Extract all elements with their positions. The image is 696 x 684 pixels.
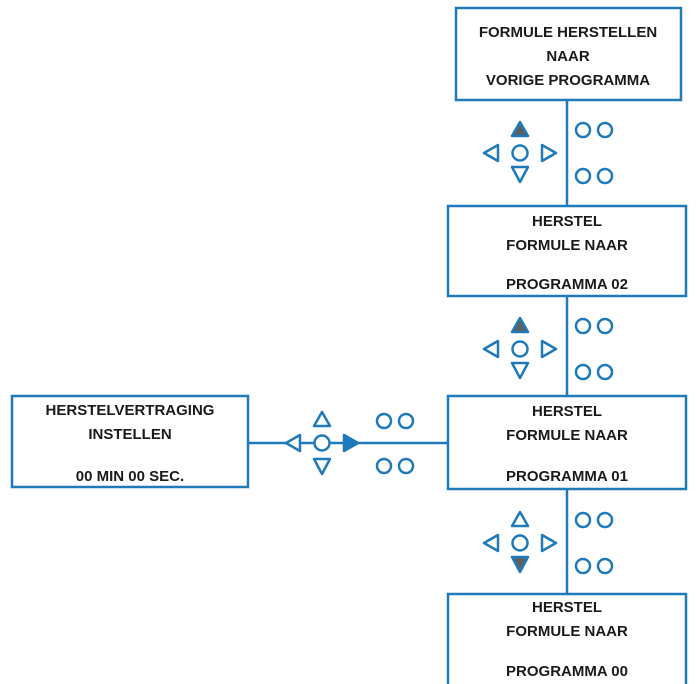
screen-frame [446,204,688,298]
down-arrow-icon [312,457,332,476]
keypad-2 [482,316,614,381]
key-circle-icon [397,457,415,475]
left-arrow-icon [284,433,302,453]
key-circle-icon [375,457,393,475]
key-circle-icon [596,511,614,529]
screen-restore-program-01: HERSTEL FORMULE NAAR PROGRAMMA 01 [446,394,688,491]
screen-line-2: FORMULE NAAR [506,237,628,254]
screen-line-1: FORMULE HERSTELLEN [479,24,657,41]
down-arrow-icon [510,361,530,380]
key-circle-icon [574,167,592,185]
up-arrow-icon [510,316,530,334]
key-circle-icon [397,412,415,430]
screen-line-3: PROGRAMMA 02 [506,276,628,293]
center-button-icon [313,434,331,452]
center-button-icon [511,340,529,358]
screen-restore-delay: HERSTELVERTRAGING INSTELLEN 00 MIN 00 SE… [10,394,250,489]
key-circle-icon [574,363,592,381]
up-arrow-icon [312,410,332,428]
screen-line-2: FORMULE NAAR [506,623,628,640]
screen-restore-program-00: HERSTEL FORMULE NAAR PROGRAMMA 00 [446,592,688,684]
keypad-4 [284,410,415,476]
screen-line-1: HERSTEL [532,403,602,420]
screen-line-3: VORIGE PROGRAMMA [486,72,650,89]
key-circle-icon [574,121,592,139]
up-arrow-icon [510,510,530,528]
screen-line-3: 00 MIN 00 SEC. [76,468,184,485]
screen-frame [10,394,250,489]
down-arrow-icon [510,555,530,574]
up-arrow-icon [510,120,530,138]
key-circle-icon [596,121,614,139]
keypad-1 [482,120,614,185]
key-circle-icon [596,167,614,185]
screen-line-2: NAAR [546,48,589,65]
screen-line-3: PROGRAMMA 00 [506,663,628,680]
down-arrow-icon [510,165,530,184]
left-arrow-icon [482,533,500,553]
keypad-3 [482,510,614,575]
key-circle-icon [596,557,614,575]
key-circle-icon [574,557,592,575]
left-arrow-icon [482,143,500,163]
left-arrow-icon [482,339,500,359]
key-circle-icon [574,511,592,529]
screen-line-2: INSTELLEN [88,426,171,443]
screen-line-1: HERSTEL [532,213,602,230]
screen-frame [446,592,688,684]
right-arrow-icon [342,433,360,453]
screen-line-1: HERSTEL [532,599,602,616]
screen-restore-program-02: HERSTEL FORMULE NAAR PROGRAMMA 02 [446,204,688,298]
screen-line-2: FORMULE NAAR [506,427,628,444]
center-button-icon [511,144,529,162]
key-circle-icon [574,317,592,335]
right-arrow-icon [540,533,558,553]
right-arrow-icon [540,339,558,359]
screen-line-1: HERSTELVERTRAGING [46,402,215,419]
key-circle-icon [596,363,614,381]
screen-line-3: PROGRAMMA 01 [506,468,628,485]
screen-frame [446,394,688,491]
screen-restore-previous-program: FORMULE HERSTELLEN NAAR VORIGE PROGRAMMA [454,6,683,102]
key-circle-icon [596,317,614,335]
center-button-icon [511,534,529,552]
key-circle-icon [375,412,393,430]
screen-frame [454,6,683,102]
right-arrow-icon [540,143,558,163]
